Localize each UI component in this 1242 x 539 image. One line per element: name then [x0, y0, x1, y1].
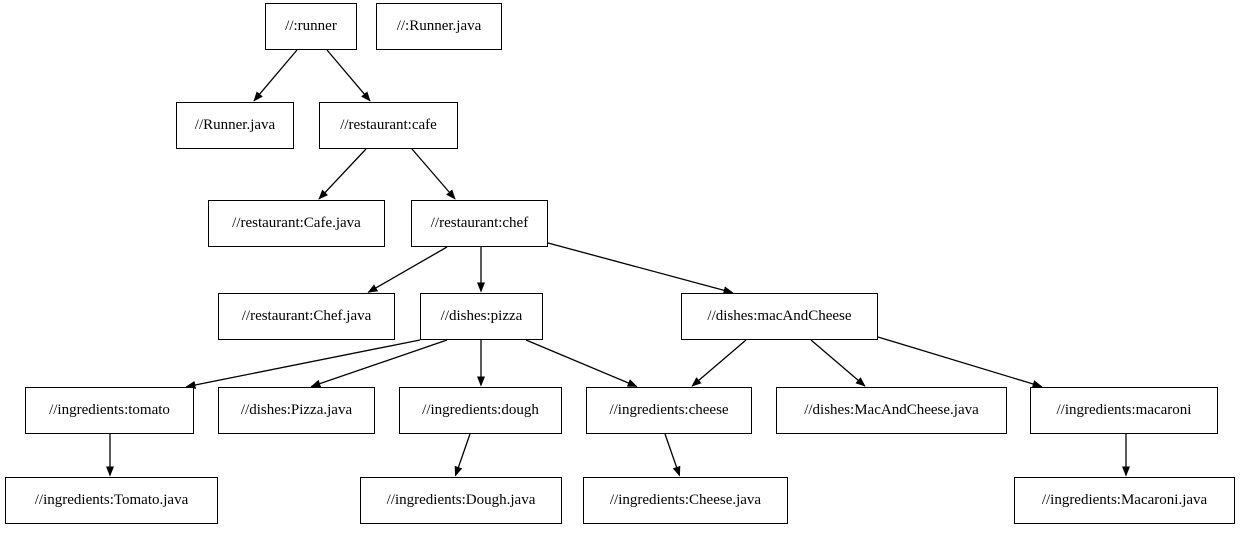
- graph-node-chef_java[interactable]: //restaurant:Chef.java: [218, 293, 395, 340]
- graph-node-restaurant_cafe[interactable]: //restaurant:cafe: [319, 102, 458, 149]
- graph-node-label: //ingredients:Cheese.java: [609, 492, 762, 508]
- graph-node-label: //ingredients:macaroni: [1056, 402, 1192, 418]
- graph-node-ing_macaroni[interactable]: //ingredients:macaroni: [1030, 387, 1218, 434]
- graph-node-dishes_pizza[interactable]: //dishes:pizza: [420, 293, 543, 340]
- graph-node-pizza_java[interactable]: //dishes:Pizza.java: [218, 387, 375, 434]
- graph-node-cheese_java[interactable]: //ingredients:Cheese.java: [583, 477, 788, 524]
- graph-node-label: //restaurant:chef: [430, 215, 529, 231]
- graph-node-label: //ingredients:Tomato.java: [34, 492, 189, 508]
- graph-node-macaroni_java[interactable]: //ingredients:Macaroni.java: [1014, 477, 1235, 524]
- graph-node-dishes_mac[interactable]: //dishes:macAndCheese: [681, 293, 878, 340]
- graph-node-label: //dishes:MacAndCheese.java: [804, 402, 979, 418]
- graph-node-ing_tomato[interactable]: //ingredients:tomato: [25, 387, 194, 434]
- graph-node-label: //dishes:Pizza.java: [240, 402, 353, 418]
- graph-node-label: //restaurant:cafe: [340, 117, 437, 133]
- graph-node-ing_dough[interactable]: //ingredients:dough: [399, 387, 562, 434]
- graph-node-restaurant_chef[interactable]: //restaurant:chef: [411, 200, 548, 247]
- graph-node-cafe_java[interactable]: //restaurant:Cafe.java: [208, 200, 385, 247]
- graph-node-label: //dishes:pizza: [440, 308, 523, 324]
- graph-node-label: //restaurant:Chef.java: [241, 308, 372, 324]
- graph-node-dough_java[interactable]: //ingredients:Dough.java: [360, 477, 562, 524]
- graph-node-label: //:runner: [285, 18, 337, 34]
- graph-node-label: //dishes:macAndCheese: [707, 308, 852, 324]
- graph-node-ing_cheese[interactable]: //ingredients:cheese: [586, 387, 752, 434]
- graph-node-mac_java[interactable]: //dishes:MacAndCheese.java: [776, 387, 1007, 434]
- graph-node-label: //ingredients:Dough.java: [386, 492, 536, 508]
- graph-node-label: //ingredients:cheese: [609, 402, 729, 418]
- graph-node-label: //ingredients:dough: [422, 402, 539, 418]
- graph-node-runner_java[interactable]: //Runner.java: [176, 102, 294, 149]
- graph-node-label: //ingredients:Macaroni.java: [1041, 492, 1208, 508]
- graph-node-label: //Runner.java: [194, 117, 276, 133]
- graph-node-label: //ingredients:tomato: [49, 402, 170, 418]
- graph-node-runner[interactable]: //:runner: [265, 3, 357, 50]
- graph-node-runner_java_root[interactable]: //:Runner.java: [376, 3, 502, 50]
- graph-node-label: //restaurant:Cafe.java: [232, 215, 361, 231]
- graph-node-tomato_java[interactable]: //ingredients:Tomato.java: [5, 477, 218, 524]
- graph-node-label: //:Runner.java: [396, 18, 482, 34]
